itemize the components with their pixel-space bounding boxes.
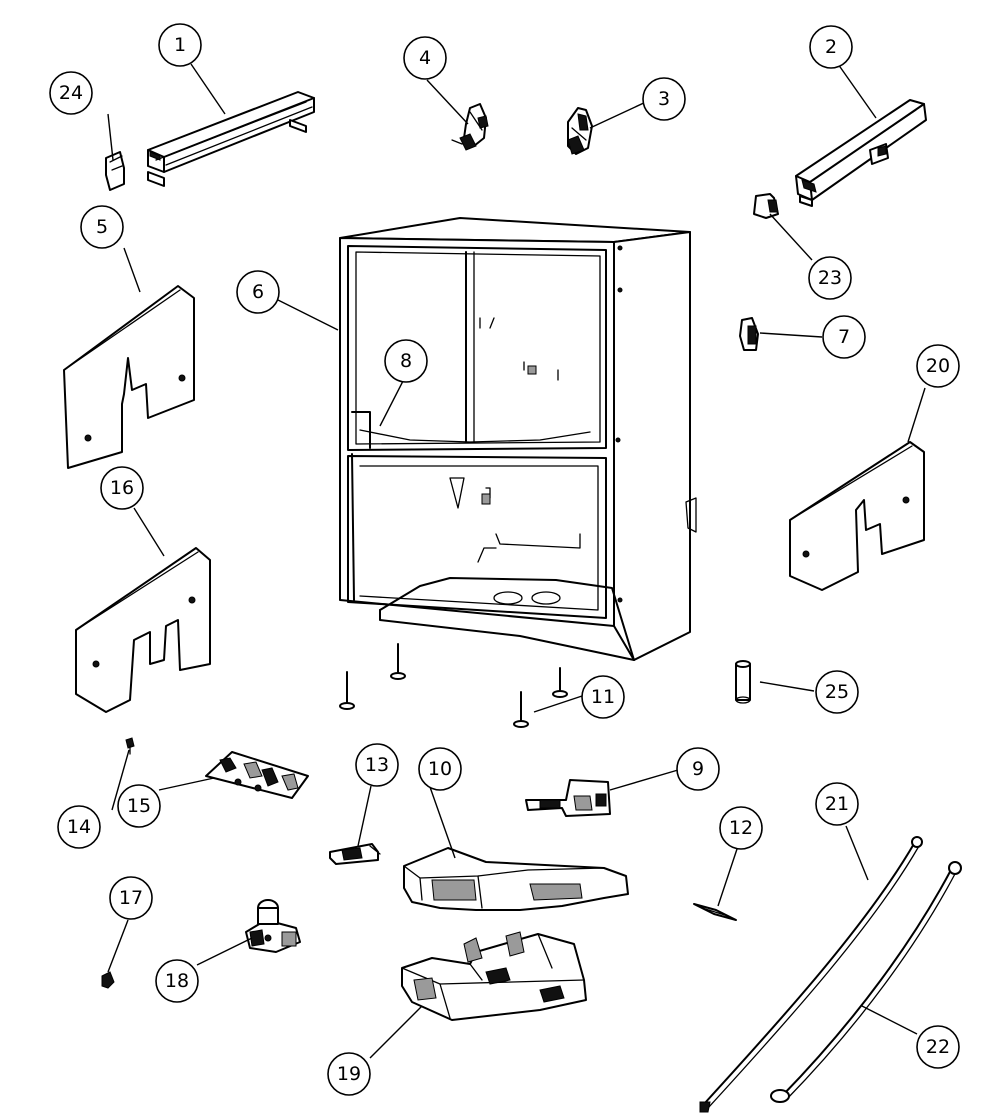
callout-10: 10 bbox=[418, 747, 462, 791]
svg-text:14: 14 bbox=[67, 816, 91, 838]
part-cable-22 bbox=[770, 861, 962, 1103]
part-side-panel-16 bbox=[75, 547, 211, 713]
svg-text:4: 4 bbox=[419, 47, 431, 69]
part-piece-12 bbox=[693, 903, 737, 921]
svg-text:18: 18 bbox=[165, 970, 189, 992]
callout-1: 1 bbox=[158, 23, 202, 67]
callout-14: 14 bbox=[57, 805, 101, 849]
svg-text:13: 13 bbox=[365, 754, 389, 776]
callout-20: 20 bbox=[916, 344, 960, 388]
callout-11: 11 bbox=[581, 675, 625, 719]
callout-18: 18 bbox=[155, 959, 199, 1003]
callout-15: 15 bbox=[117, 784, 161, 828]
callout-2: 2 bbox=[809, 25, 853, 69]
svg-text:9: 9 bbox=[692, 758, 704, 780]
part-cable-21 bbox=[699, 836, 923, 1113]
part-bracket-9 bbox=[525, 779, 611, 817]
callout-16: 16 bbox=[100, 466, 144, 510]
callout-6: 6 bbox=[236, 270, 280, 314]
part-side-panel-20 bbox=[789, 441, 925, 591]
part-cylinder-25 bbox=[735, 660, 751, 704]
svg-text:6: 6 bbox=[252, 281, 264, 303]
svg-text:2: 2 bbox=[825, 36, 837, 58]
svg-text:15: 15 bbox=[127, 795, 151, 817]
callout-8: 8 bbox=[384, 339, 428, 383]
part-tub-6 bbox=[339, 217, 697, 661]
svg-text:22: 22 bbox=[926, 1036, 950, 1058]
svg-text:5: 5 bbox=[96, 216, 108, 238]
svg-text:1: 1 bbox=[174, 34, 186, 56]
svg-text:23: 23 bbox=[818, 267, 842, 289]
callout-19: 19 bbox=[327, 1052, 371, 1096]
svg-text:25: 25 bbox=[825, 681, 849, 703]
part-valve-18 bbox=[245, 899, 301, 953]
part-switch-13 bbox=[329, 843, 381, 865]
callout-22: 22 bbox=[916, 1025, 960, 1069]
svg-text:17: 17 bbox=[119, 887, 143, 909]
part-rail-upper-right bbox=[795, 99, 927, 207]
callout-13: 13 bbox=[355, 743, 399, 787]
part-side-panel-5 bbox=[63, 285, 195, 469]
svg-text:12: 12 bbox=[729, 817, 753, 839]
part-leveling-legs-11 bbox=[339, 643, 568, 728]
svg-text:24: 24 bbox=[59, 82, 83, 104]
callout-17: 17 bbox=[109, 876, 153, 920]
callout-12: 12 bbox=[719, 806, 763, 850]
svg-text:3: 3 bbox=[658, 88, 670, 110]
callout-23: 23 bbox=[808, 256, 852, 300]
svg-text:19: 19 bbox=[337, 1063, 361, 1085]
callout-5: 5 bbox=[80, 205, 124, 249]
part-cover-10 bbox=[403, 847, 629, 911]
callout-3: 3 bbox=[642, 77, 686, 121]
part-control-board-15 bbox=[205, 751, 309, 799]
callout-24: 24 bbox=[49, 71, 93, 115]
svg-text:10: 10 bbox=[428, 758, 452, 780]
part-knob-17 bbox=[101, 971, 115, 989]
svg-text:21: 21 bbox=[825, 793, 849, 815]
part-clip-24 bbox=[105, 151, 125, 191]
callout-25: 25 bbox=[815, 670, 859, 714]
part-hinge-left-4 bbox=[451, 103, 489, 151]
part-rail-upper-left bbox=[147, 91, 315, 187]
part-spacer-7 bbox=[739, 317, 759, 351]
svg-text:20: 20 bbox=[926, 355, 950, 377]
svg-text:11: 11 bbox=[591, 686, 615, 708]
svg-text:7: 7 bbox=[838, 326, 850, 348]
part-bracket-23 bbox=[753, 193, 779, 219]
part-screw-14 bbox=[125, 737, 135, 755]
svg-text:16: 16 bbox=[110, 477, 134, 499]
callout-9: 9 bbox=[676, 747, 720, 791]
callout-7: 7 bbox=[822, 315, 866, 359]
callout-21: 21 bbox=[815, 782, 859, 826]
svg-text:8: 8 bbox=[400, 350, 412, 372]
part-base-tray-19 bbox=[401, 931, 587, 1021]
part-hinge-right-3 bbox=[567, 107, 593, 155]
callout-4: 4 bbox=[403, 36, 447, 80]
